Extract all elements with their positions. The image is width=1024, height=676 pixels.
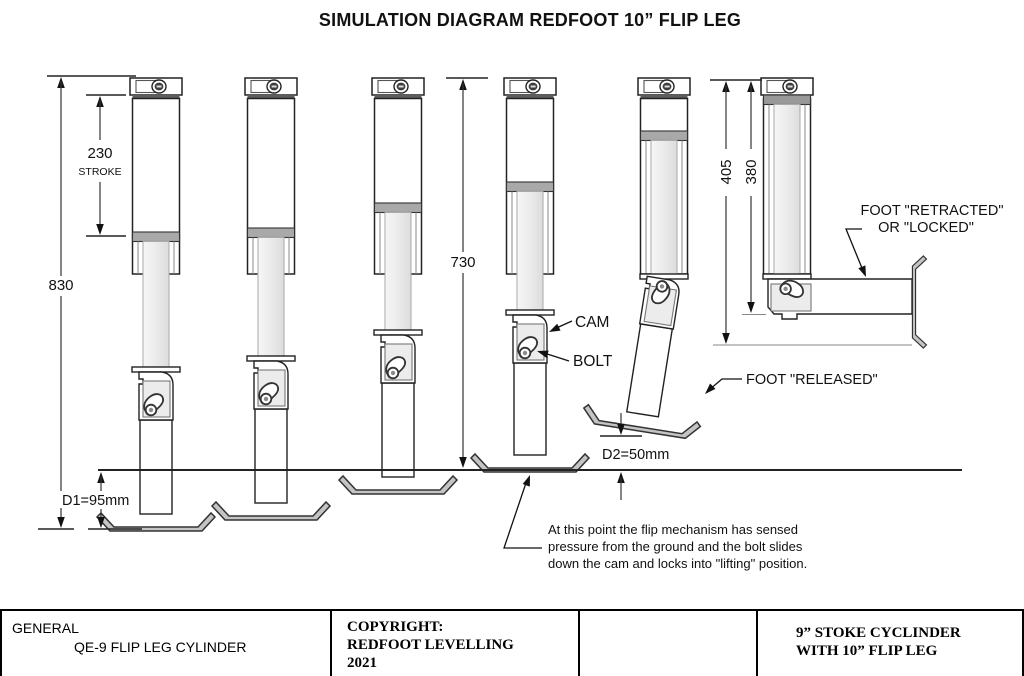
foot-released-label: FOOT "RELEASED" [746,372,878,388]
copyright-label: COPYRIGHT: [347,619,444,635]
foot-retracted-label-line2: OR "LOCKED" [878,220,974,236]
dim-stroke-label: STROKE [78,166,121,178]
flip-mechanism [247,356,295,409]
dim-d2-label: D2=50mm [602,447,669,463]
note-text: At this point the flip mechanism has sen… [503,473,807,571]
flip-mechanism [374,330,422,383]
dim-830-label: 830 [48,277,73,294]
dim-d1: D1=95mm [59,472,136,528]
dim-d2: D2=50mm [600,413,669,500]
foot-pad [338,475,458,495]
category-label: GENERAL [12,620,79,636]
callout-bolt: BOLT [535,347,613,370]
model-label: QE-9 FLIP LEG CYLINDER [74,639,247,655]
bolt-label: BOLT [573,353,613,370]
note-line-2: pressure from the ground and the bolt sl… [548,539,803,554]
cam-label: CAM [575,314,609,331]
cylinder-4 [470,78,590,473]
copyright-year: 2021 [347,655,377,671]
cylinder-5 [580,78,702,442]
title-block-spec-cell: 9” STOKE CYCLINDER WITH 10” FLIP LEG [758,611,1024,676]
cylinder-3 [338,78,458,495]
foot-retracted-label-line1: FOOT "RETRACTED" [861,203,1004,219]
title-block-empty-cell [580,611,758,676]
callout-foot-retracted: FOOT "RETRACTED" OR "LOCKED" [845,203,1004,279]
dim-730: 730 [446,77,488,468]
released-leg [580,275,702,442]
title-block-copyright-cell: COPYRIGHT: REDFOOT LEVELLING 2021 [332,611,580,676]
title-block-general-cell: GENERAL QE-9 FLIP LEG CYLINDER [0,611,332,676]
cylinder-1 [96,78,216,532]
copyright-company: REDFOOT LEVELLING [347,637,514,653]
note-line-1: At this point the flip mechanism has sen… [548,522,798,537]
cylinder-6 [761,78,928,349]
callout-cam: CAM [547,314,609,336]
flip-mechanism [132,367,180,420]
cylinder-2 [211,78,331,521]
dim-730-label: 730 [450,254,475,271]
dim-230-stroke: 230 STROKE [78,94,126,237]
note-line-3: down the cam and locks into "lifting" po… [548,556,807,571]
dim-830: 830 [38,75,142,530]
dim-d1-label: D1=95mm [62,493,129,509]
dim-405: 405 [710,79,912,346]
foot-pad [211,501,331,521]
spec-line-1: 9” STOKE CYCLINDER [796,625,961,641]
title-block: GENERAL QE-9 FLIP LEG CYLINDER COPYRIGHT… [0,609,1024,676]
dim-405-label: 405 [718,159,735,184]
foot-plate [911,255,928,349]
dim-380-label: 380 [743,159,760,184]
callout-foot-released: FOOT "RELEASED" [702,372,878,397]
dim-380: 380 [742,81,766,315]
dim-230-label: 230 [87,145,112,162]
spec-line-2: WITH 10” FLIP LEG [796,643,938,659]
drawing-title: SIMULATION DIAGRAM REDFOOT 10” FLIP LEG [318,10,742,30]
